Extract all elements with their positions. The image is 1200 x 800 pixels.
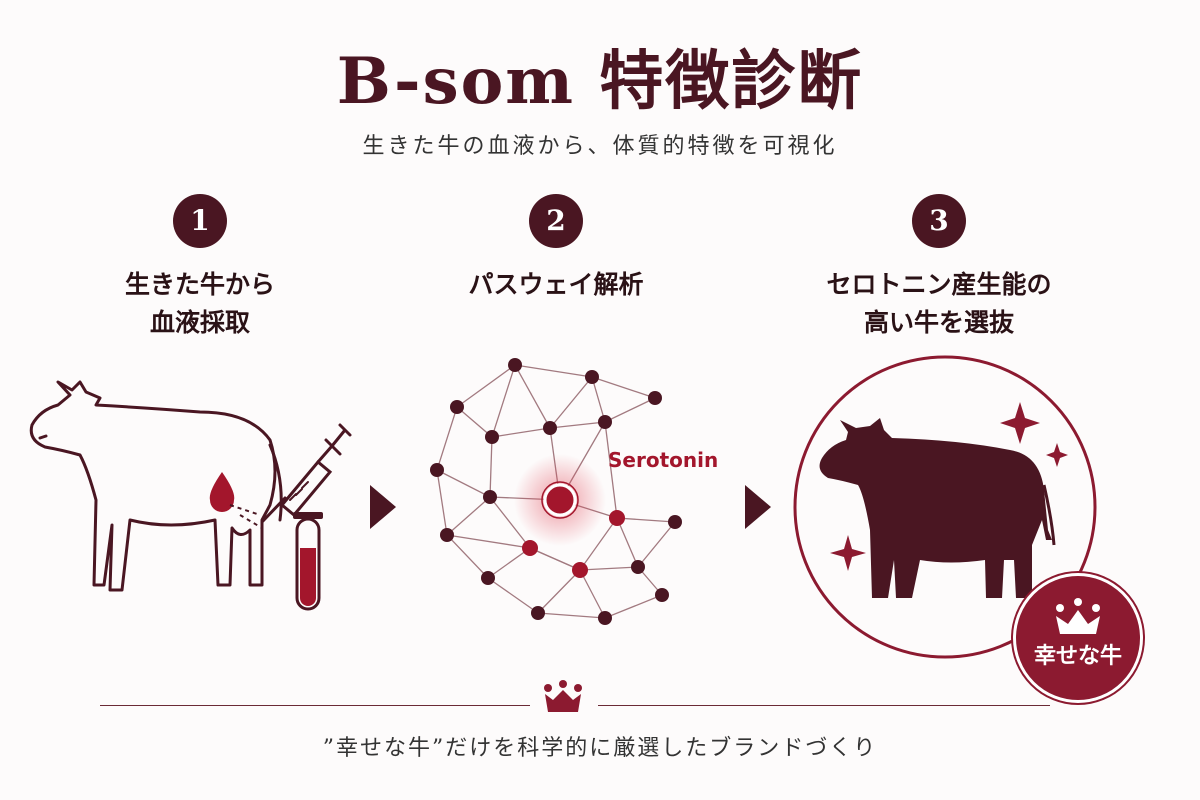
step-2-label-line-1: パスウェイ解析 [468,270,644,299]
badge-label: 幸せな牛 [1033,644,1122,669]
step-1-number: 1 [173,194,227,248]
step-1-label: 生きた牛から 血液採取 [20,266,380,342]
injection-guide-line [229,504,263,529]
step-2-label: パスウェイ解析 [376,266,736,304]
step-3-label: セロトニン産生能の 高い牛を選抜 [759,266,1119,342]
step-1-label-line-1: 生きた牛から [124,270,275,299]
step-1-label-line-2: 血液採取 [149,308,250,337]
step-3-number: 3 [912,194,966,248]
footer-divider-left [100,705,530,706]
page-subtitle: 生きた牛の血液から、体質的特徴を可視化 [362,134,838,159]
step-3-label-line-1: セロトニン産生能の [826,270,1052,299]
footer-tagline: ”幸せな牛”だけを科学的に厳選したブランドづくり [322,736,878,761]
happy-cow-badge: 幸せな牛 [1013,573,1143,703]
step-3-label-line-2: 高い牛を選抜 [863,308,1014,337]
syringe-icon [260,423,352,524]
footer-crown-icon [544,680,582,712]
cow-silhouette-icon [819,418,1056,598]
badge-crown-icon [1056,598,1100,634]
cow-outline-icon [29,380,283,592]
pathway-network [430,358,682,625]
blood-drop-icon [209,472,235,512]
page-title: B-som 特徴診断 [336,44,864,119]
step-arrow-2-icon [745,485,771,529]
step-2-number: 2 [529,194,583,248]
test-tube-icon [293,512,323,611]
step-arrow-1-icon [370,485,396,529]
sparkle-icon [830,402,1068,571]
footer-divider-right [598,705,1050,706]
serotonin-label: Serotonin [608,448,719,472]
